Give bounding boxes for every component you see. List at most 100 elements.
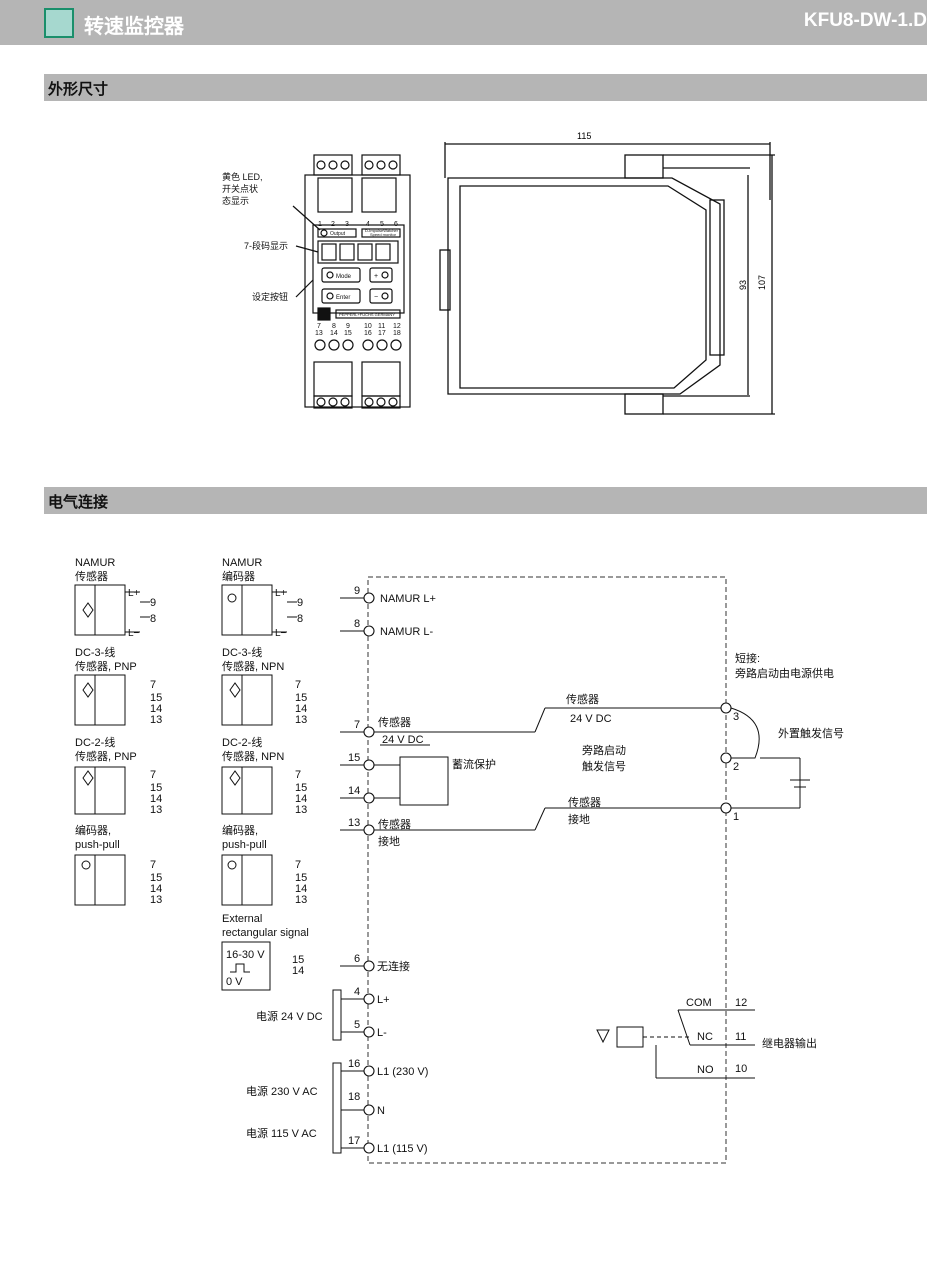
top-terminal-right (361, 154, 401, 176)
diagram-label: 7 (354, 719, 360, 731)
diagram-label: 传感器, NPN (222, 660, 284, 673)
diagram-label: 13 (348, 817, 360, 829)
diagram-label: Speed monitor (370, 232, 397, 237)
diagram-label: 7 (295, 679, 301, 691)
diagram-label: 13 (295, 804, 307, 816)
diagram-label: 24 V DC (382, 734, 424, 746)
diagram-label: 无连接 (377, 960, 410, 973)
diagram-label: 15 (292, 954, 304, 966)
diagram-label: 旁路启动 (582, 743, 626, 757)
diagram-label: 15 (295, 872, 307, 884)
diagram-label: 接地 (378, 835, 400, 848)
diagram-label: 15 (348, 752, 360, 764)
diagram-label: Mode (336, 274, 352, 280)
diagram-label: 外置触发信号 (778, 726, 844, 740)
diagram-label: 12 (393, 323, 401, 330)
diagram-label: 8 (150, 613, 156, 625)
diagram-label: L1 (115 V) (377, 1143, 428, 1155)
diagram-label: 8 (354, 618, 360, 630)
diagram-label: Enter (336, 295, 350, 301)
diagram-label: 12 (735, 997, 747, 1009)
diagram-label: 继电器输出 (762, 1036, 817, 1050)
diagram-label: 5 (380, 221, 384, 228)
section-electrical-title: 电气连接 (48, 493, 109, 511)
diagram-label: 传感器 (378, 818, 411, 831)
diagram-label: 传感器, NPN (222, 750, 284, 763)
diagram-label: Output (330, 231, 346, 237)
diagram-label: 15 (150, 872, 162, 884)
diagram-label: 13 (150, 894, 162, 906)
diagram-label: 1 (318, 221, 322, 228)
diagram-label: 2 (733, 761, 739, 773)
diagram-label: NAMUR (222, 557, 262, 569)
diagram-label: 14 (295, 883, 307, 895)
diagram-label: 13 (315, 330, 323, 337)
diagram-label: NAMUR (75, 557, 115, 569)
diagram-label: 传感器 (566, 693, 599, 706)
diagram-label: 18 (348, 1091, 360, 1103)
diagram-label: NAMUR L+ (380, 593, 436, 605)
diagram-label: 6 (354, 953, 360, 965)
diagram-label: 7 (295, 859, 301, 871)
diagram-label: 14 (295, 793, 307, 805)
diagram-label: N (377, 1105, 385, 1117)
wiring-lines (332, 597, 810, 1154)
diagram-label: PEPPERL+FUCHS GERMANY (339, 312, 395, 317)
diagram-label: 15 (150, 782, 162, 794)
header-logo-square (44, 8, 74, 38)
front-view (292, 154, 411, 409)
diagram-label: 18 (393, 330, 401, 337)
diagram-label: 0 V (226, 976, 243, 988)
diagram-label: 接地 (568, 813, 590, 826)
diagram-label: 传感器, PNP (75, 660, 137, 673)
diagram-label: D-ImpulseWatcher (365, 228, 399, 233)
diagram-label: 7 (295, 769, 301, 781)
diagram-label: L− (275, 628, 287, 639)
led-label-3: 态显示 (222, 195, 249, 206)
diagram-label: NAMUR L- (380, 626, 434, 638)
height-107: 107 (757, 275, 767, 290)
diagram-label: 9 (150, 597, 156, 609)
diagram-label: 15 (295, 692, 307, 704)
sensor-symbols (74, 584, 297, 991)
diagram-label: 2 (331, 221, 335, 228)
diagram-label: rectangular signal (222, 927, 309, 939)
diagram-label: 10 (364, 323, 372, 330)
diagram-label: 14 (150, 883, 162, 895)
diagram-label: 15 (295, 782, 307, 794)
diagram-label: L1 (230 V) (377, 1066, 428, 1078)
diagram-label: 9 (354, 585, 360, 597)
diagram-label: 编码器, (222, 823, 258, 837)
diagram-label: 13 (150, 714, 162, 726)
display-label: 7-段码显示 (244, 240, 288, 251)
diagram-label: 7 (150, 769, 156, 781)
section-electrical-bar: 电气连接 (44, 487, 927, 514)
diagram-label: 14 (330, 330, 338, 337)
diagram-label: 编码器 (222, 569, 255, 583)
diagram-label: 7 (317, 323, 321, 330)
diagram-label: L- (377, 1027, 387, 1039)
diagram-label: 11 (735, 1031, 746, 1043)
diagram-label: 3 (345, 221, 349, 228)
top-terminal-left (313, 154, 353, 176)
diagram-label: 24 V DC (570, 713, 612, 725)
diagram-label: 14 (295, 703, 307, 715)
led-label-2: 开关点状 (222, 183, 258, 194)
diagram-label: DC-2-线 (75, 735, 115, 749)
diagram-label: 4 (366, 221, 370, 228)
diagram-label: DC-3-线 (222, 645, 262, 659)
diagram-label: 14 (150, 703, 162, 715)
diagram-label: L+ (128, 588, 140, 599)
section-dimensions-title: 外形尺寸 (48, 80, 109, 98)
diagram-label: 传感器 (378, 716, 411, 729)
diagram-label: 9 (297, 597, 303, 609)
height-93: 93 (738, 280, 748, 290)
diagram-label: 8 (297, 613, 303, 625)
diagram-label: COM (686, 997, 712, 1009)
diagram-label: 触发信号 (582, 759, 626, 773)
diagram-label: 旁路启动由电源供电 (735, 666, 834, 680)
diagram-label: 4 (354, 986, 360, 998)
diagram-label: push-pull (222, 839, 267, 851)
